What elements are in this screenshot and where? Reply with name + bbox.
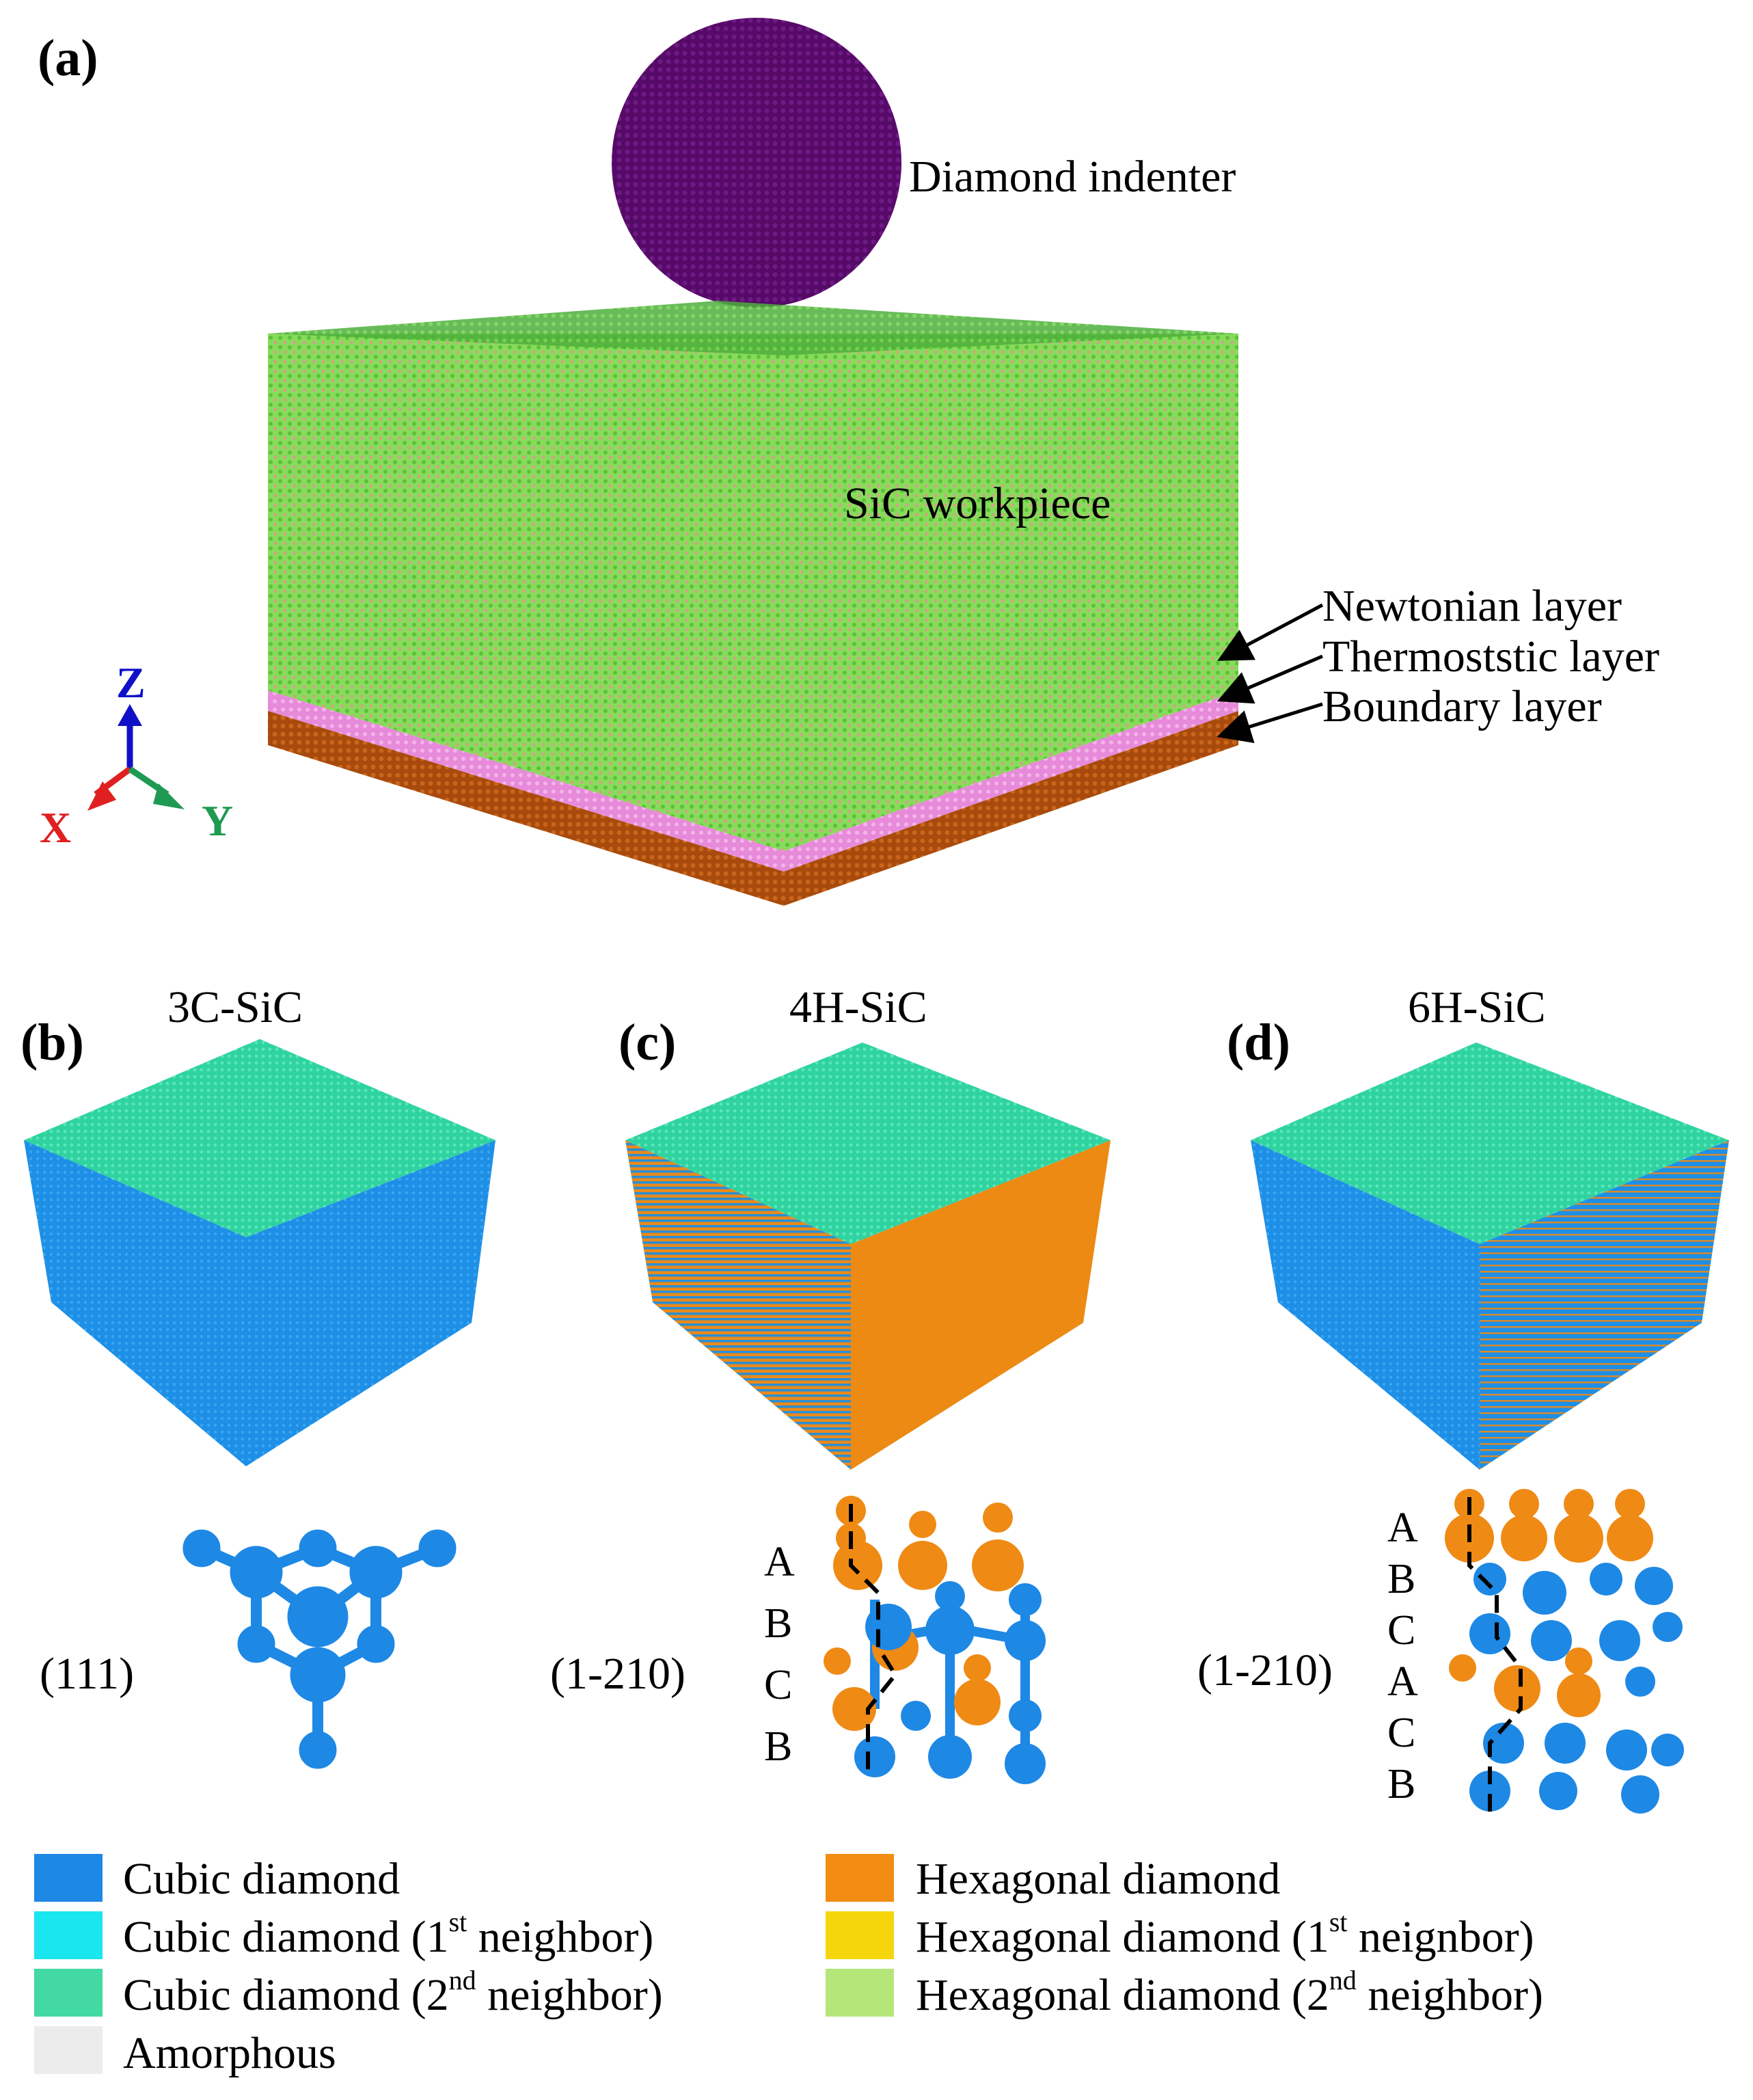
indenter-sphere: [612, 18, 901, 308]
axis-x-label: X: [40, 803, 71, 852]
legend-label: Amorphous: [123, 2028, 336, 2078]
workpiece-block: [268, 301, 1238, 906]
panel-d-plane: (1-210): [1197, 1645, 1333, 1695]
panel-d-seq-5: B: [1387, 1761, 1415, 1807]
legend-swatch: [826, 1969, 894, 2017]
legend: Cubic diamond Hexagonal diamond Cubic di…: [34, 1854, 1543, 2078]
structure-4h: [824, 1496, 1046, 1784]
crystal-block-4h: [625, 1042, 1111, 1470]
panel-c-title: 4H-SiC: [789, 982, 927, 1032]
crystal-block-3c: [24, 1039, 495, 1466]
panel-d-label: (d): [1227, 1014, 1290, 1071]
axis-triad: [87, 704, 185, 811]
panel-d-seq-3: A: [1387, 1658, 1418, 1705]
legend-swatch: [826, 1911, 894, 1959]
panel-c-seq-1: B: [764, 1600, 792, 1647]
panel-d-seq-1: B: [1387, 1556, 1415, 1602]
panel-c-seq-2: C: [764, 1662, 792, 1708]
panel-b-label: (b): [21, 1014, 84, 1071]
panel-c-label: (c): [619, 1014, 676, 1071]
axis-y-label: Y: [202, 796, 233, 845]
structure-111: [182, 1529, 457, 1769]
legend-swatch: [34, 1854, 103, 1902]
legend-label: Hexagonal diamond (2nd neighbor): [916, 1965, 1543, 2020]
panel-d-title: 6H-SiC: [1408, 982, 1546, 1032]
structure-6h: [1445, 1489, 1684, 1818]
panel-c-seq-0: A: [764, 1539, 795, 1585]
panel-b-plane: (111): [40, 1649, 134, 1699]
legend-label: Cubic diamond (2nd neighbor): [123, 1965, 663, 2020]
panel-d-seq-2: C: [1387, 1607, 1415, 1654]
panel-c-seq-3: B: [764, 1723, 792, 1770]
boundary-layer: [268, 711, 1238, 906]
layer-label-newtonian: Newtonian layer: [1322, 581, 1622, 631]
panel-b-title: 3C-SiC: [167, 982, 303, 1032]
indenter-label: Diamond indenter: [909, 152, 1236, 202]
legend-label: Cubic diamond: [123, 1854, 400, 1904]
legend-label: Hexagonal diamond: [916, 1854, 1280, 1904]
legend-swatch: [34, 2026, 103, 2074]
legend-swatch: [826, 1854, 894, 1902]
legend-label: Hexagonal diamond (1st neignbor): [916, 1907, 1534, 1962]
layer-label-thermostat: Thermoststic layer: [1322, 632, 1659, 682]
axis-z-label: Z: [116, 658, 146, 707]
panel-a-label: (a): [38, 29, 98, 87]
legend-swatch: [34, 1969, 103, 2017]
legend-swatch: [34, 1911, 103, 1959]
panel-d-seq-4: C: [1387, 1710, 1415, 1756]
workpiece-label: SiC workpiece: [844, 479, 1111, 528]
layer-label-boundary: Boundary layer: [1322, 682, 1602, 731]
panel-d-seq-0: A: [1387, 1505, 1418, 1551]
crystal-block-6h: [1251, 1042, 1729, 1470]
panel-c-plane: (1-210): [550, 1649, 685, 1699]
legend-label: Cubic diamond (1st neighbor): [123, 1907, 653, 1962]
